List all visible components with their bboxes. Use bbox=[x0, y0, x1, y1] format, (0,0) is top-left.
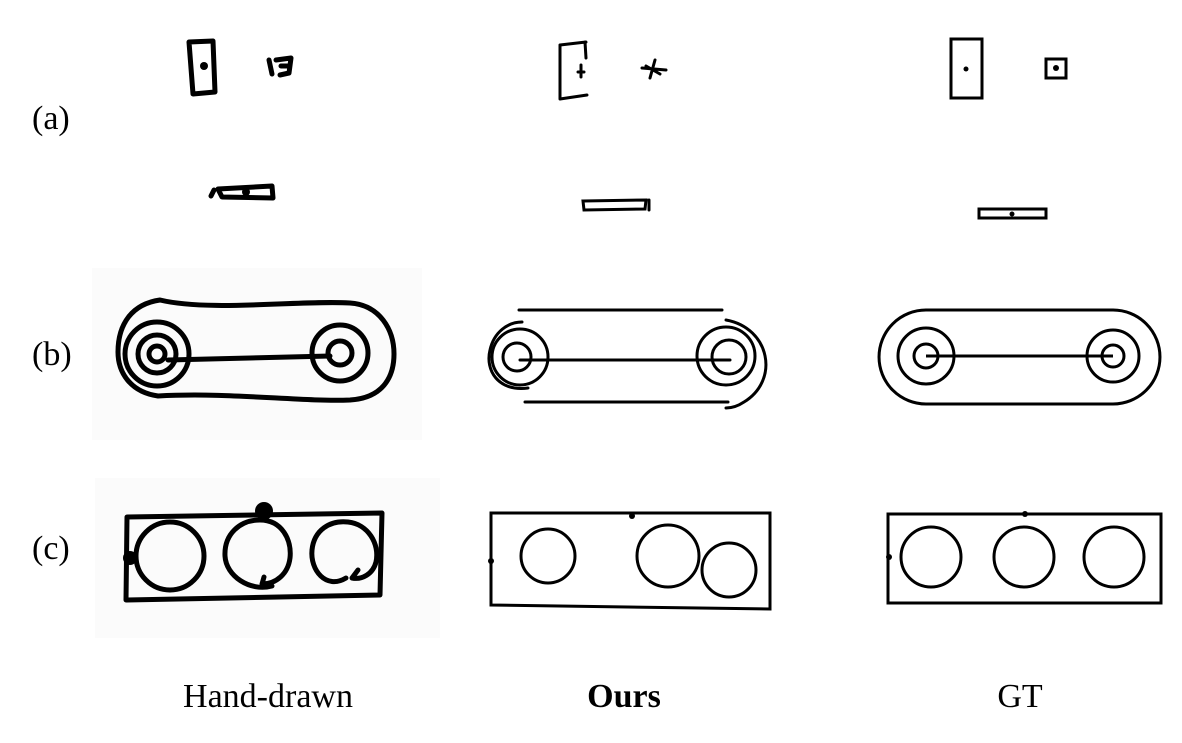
row-a-ours bbox=[558, 40, 668, 212]
column-label-gt: GT bbox=[997, 678, 1043, 715]
column-label-ours: Ours bbox=[587, 678, 661, 715]
row-a-gt bbox=[949, 37, 1068, 220]
row-c-ours bbox=[488, 511, 772, 611]
row-b-hand-drawn bbox=[115, 297, 397, 403]
column-label-hand-drawn: Hand-drawn bbox=[183, 678, 353, 715]
row-c-gt bbox=[886, 511, 1163, 605]
row-b-gt bbox=[877, 308, 1162, 406]
row-a-hand-drawn bbox=[186, 38, 294, 201]
row-c-hand-drawn bbox=[123, 502, 385, 603]
row-label-a: (a) bbox=[32, 100, 70, 137]
row-label-c: (c) bbox=[32, 530, 70, 567]
row-b-ours bbox=[487, 308, 768, 410]
row-label-b: (b) bbox=[32, 336, 72, 373]
